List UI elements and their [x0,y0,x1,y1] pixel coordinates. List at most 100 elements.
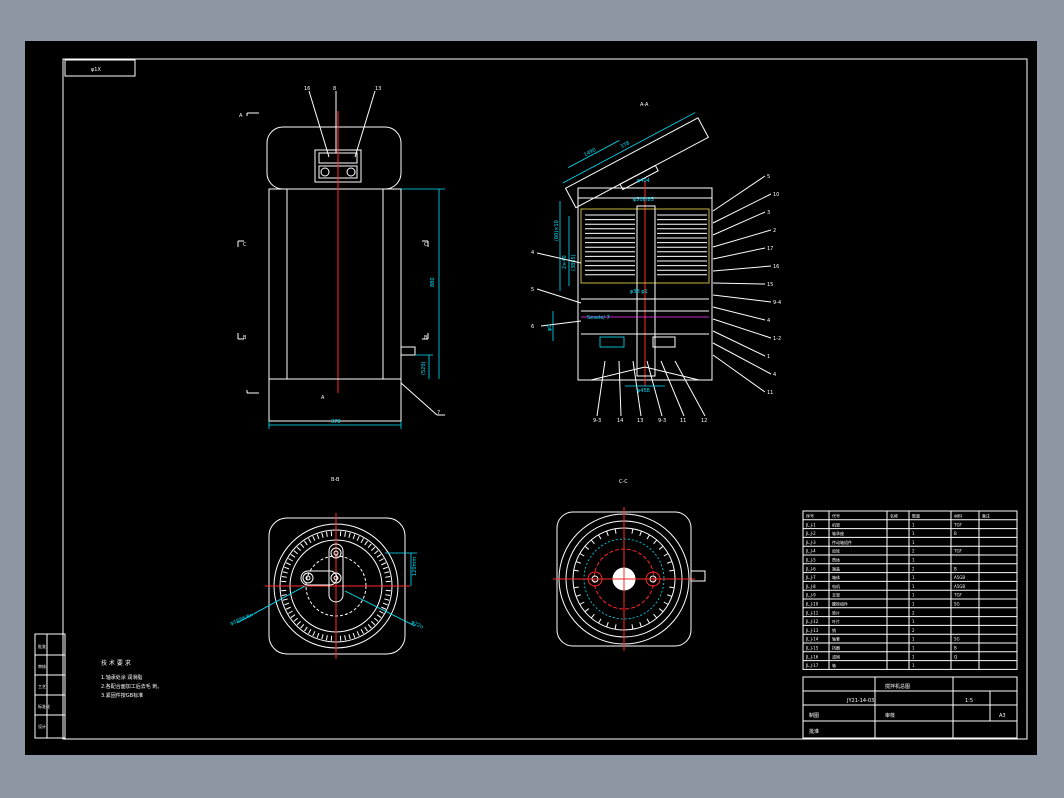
dim-bottom: φ458 [637,388,650,394]
table-cell: 1 [912,619,915,624]
dim-diameter: φ404 [637,178,650,184]
title-name: 搅拌机总图 [885,683,910,690]
balloon: 14 [617,418,623,424]
section-title: B-B [331,477,340,483]
table-cell: JL.J-7 [805,575,816,580]
balloon: 9-4 [773,300,781,306]
scale-tick [667,594,673,597]
gear-tooth [290,614,296,618]
dim: 120mm [412,557,418,576]
dim-left: (60)×10 [554,220,560,241]
dim-height: 880 [430,277,436,287]
gear-tooth [356,535,360,541]
drafted-label: 制图 [809,712,819,719]
gear-tooth [281,594,287,597]
drawing-frame [62,58,1028,740]
balloon: 13 [375,86,381,92]
strip-label: 设计 [38,723,46,729]
gear-tooth [284,602,290,606]
leader-line [712,247,766,260]
gear-tooth [344,531,347,537]
scale-tick [663,553,669,557]
balloon: 12 [701,418,707,424]
gear-tooth [384,598,390,601]
table-cell: 滤网 [832,653,840,659]
scale-tick [584,608,590,613]
table-cell: 2 [912,549,915,554]
dim-left: ψ0 [547,325,553,331]
gear-tooth [376,614,382,618]
balloon: 4 [767,318,770,324]
corner-label-box [64,59,136,77]
table-cell: TGF [953,593,963,598]
balloon: 4 [531,250,534,256]
section-mark: B [243,335,247,341]
balloon: 2 [773,228,776,234]
gear-tooth [316,534,320,540]
table-cell: 1 [912,602,915,607]
table-cell: TGF [953,522,963,527]
leader-line [712,211,766,236]
table-cell: 箱体 [832,574,840,580]
gear-tooth [296,621,301,626]
scale-tick [653,613,658,619]
table-cell: 5G [954,637,960,642]
leader-line [674,360,706,417]
table-cell: JL.J-15 [805,646,819,651]
balloon: 13 [637,418,643,424]
gear-tooth [321,634,324,640]
table-cell: 叶片 [832,618,840,624]
scale-tick [639,622,642,628]
table-cell: 1 [912,531,915,536]
table-cell: 1 [912,654,915,659]
dim-top: 378 [620,140,631,150]
dim-top: 1490 [583,147,597,158]
scale-tick [598,618,602,624]
table-cell: 挡圈 [832,645,840,651]
gear-tooth [367,623,372,629]
table-cell: 垫片 [832,609,840,615]
gear-tooth [371,621,376,626]
table-cell: 1 [912,540,915,545]
gear-tooth [284,566,290,570]
table-header: 代号 [832,513,840,519]
inner-label: Sesele/ 7 [587,315,610,321]
gear-tooth [360,629,364,634]
gear-tooth [352,632,356,638]
table-cell: 1 [912,558,915,563]
gear-tooth [325,531,328,537]
table-cell: JL.J-1 [805,522,816,527]
scale-ticks [573,528,675,630]
table-cell: 2 [912,566,915,571]
table-cell: JL.J-2 [805,531,816,536]
gear-tooth [282,571,288,574]
gear-tooth [300,543,305,549]
balloon: 5 [531,287,534,293]
technical-notes: 技 术 要 求 1.轴承处涂 润滑脂 2.各配合面加工后去毛 刺。 3.紧固件按… [101,659,162,699]
dim-left: (3865) [571,254,577,271]
scale-tick [579,553,585,557]
gear-tooth [382,602,388,606]
gear-tooth [376,554,382,558]
section-title: A-A [640,102,649,108]
strip-label: 标准化 [38,703,50,709]
scale-tick [584,545,590,550]
balloon: 10 [773,192,779,198]
inner-label: φ38 φ1 [630,289,648,295]
scale-tick [590,539,595,545]
table-cell: 端盖 [832,565,840,571]
table-header: 名称 [890,513,898,519]
scale-tick [658,545,664,550]
table-cell: JL.J-11 [805,610,819,615]
gear-tooth [308,538,312,543]
checked-label: 审核 [885,712,895,719]
table-cell: 螺栓组件 [832,601,848,607]
leader-line [596,360,606,417]
dim-width: 378 [331,419,341,425]
scale-tick [669,586,675,589]
balloon: 17 [767,246,773,252]
title-block: 搅拌机总图 JY21-14-03 1:5 A3 制图 审核 批准 [802,676,1018,739]
gear-tooth [288,558,293,562]
